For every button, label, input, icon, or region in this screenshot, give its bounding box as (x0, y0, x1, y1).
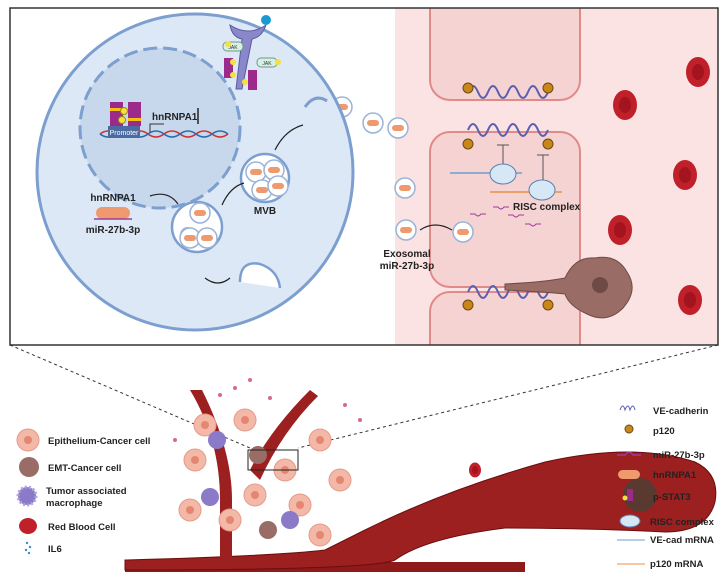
ve-cadherin-icon (619, 405, 636, 412)
transcription-arrow (149, 123, 164, 132)
legend-left: Epithelium-Cancer cell EMT-Cancer cell T… (16, 428, 150, 555)
mirna-icon (617, 451, 641, 456)
legend-label: Tumor associated (46, 486, 127, 497)
red-blood-cell-icon (19, 518, 37, 534)
pstat3-icon (622, 489, 633, 501)
legend-label: macrophage (46, 498, 103, 509)
macrophage (208, 431, 226, 449)
legend-label: IL6 (48, 544, 62, 555)
legend-item-il6: IL6 (24, 541, 62, 555)
exosome-label-line1: Exosomal (383, 249, 430, 260)
p120-dots (462, 82, 554, 311)
il6-ligand (261, 15, 271, 25)
zoom-region-box (247, 449, 299, 471)
ve-cadherin-junction-top (467, 85, 549, 137)
legend-label: RISC complex (650, 517, 715, 528)
tumor-microenvironment (124, 378, 717, 572)
promoter-box (108, 126, 140, 138)
promoter-label: Promoter (110, 130, 139, 137)
legend-label: EMT-Cancer cell (48, 463, 121, 474)
top-panel-frame (9, 7, 719, 346)
zoom-line-right (297, 344, 719, 449)
risc-complex (489, 163, 517, 185)
legend-label: VE-cadherin (653, 406, 709, 417)
endocytosis-arrow (204, 277, 231, 284)
complex-protein-label: hnRNPA1 (90, 193, 136, 204)
uptake-arrow (419, 224, 453, 231)
il6-dots-icon (24, 541, 32, 555)
jak-left-label: JAK (228, 45, 238, 51)
legend-item-epithelial-cancer-cell: Epithelium-Cancer cell (16, 428, 150, 452)
exocytosis-site (303, 96, 328, 108)
emt-cancer-cell (504, 256, 633, 319)
risc-complex-icon (619, 514, 641, 528)
legend-item-emt-cancer-cell: EMT-Cancer cell (19, 457, 121, 477)
exosome-label-line2: miR-27b-3p (380, 261, 434, 272)
p120-icon (624, 424, 634, 434)
legend-label: p-STAT3 (653, 492, 691, 503)
jak-right-label: JAK (262, 61, 272, 67)
hnrnpa1-icon (618, 470, 640, 479)
legend-label: p120 (653, 426, 675, 437)
macrophage-icon (16, 485, 38, 507)
legend-label: p120 mRNA (650, 559, 703, 570)
legend-label: miR-27b-3p (653, 450, 705, 461)
top-panel: RISC complex Exosomal miR-27b-3p Promote… (10, 8, 718, 345)
emt-cancer-cell-icon (19, 457, 39, 477)
legend-label: Epithelium-Cancer cell (48, 436, 150, 447)
nucleus (78, 46, 242, 210)
legend-label: VE-cad mRNA (650, 535, 714, 546)
legend-label: Red Blood Cell (48, 522, 116, 533)
risc-complex-label: RISC complex (513, 202, 581, 213)
hnrnpa1-protein (96, 207, 130, 219)
il6-receptor: JAK JAK (222, 15, 281, 90)
legend-label: hnRNPA1 (653, 470, 697, 481)
emt-cell-in-vessel (623, 478, 657, 512)
endothelial-cell-bottom (429, 291, 581, 345)
legend-right: VE-cadherin p120 miR-27b-3p hnRNPA1 p-ST… (617, 405, 715, 570)
risc-complex-group: RISC complex (450, 144, 581, 227)
endocytic-pit (238, 262, 282, 289)
pstat3-dimer (110, 102, 141, 126)
epithelial-cancer-cell-icon (16, 428, 40, 452)
legend-item-red-blood-cell: Red Blood Cell (19, 518, 116, 534)
mvb-arrow (221, 182, 245, 206)
legend-item-macrophage: Tumor associated macrophage (16, 485, 127, 509)
endothelial-cell-top (429, 8, 581, 101)
sorting-arrow (149, 193, 179, 205)
risc-complex (528, 179, 556, 201)
secretion-arrow (274, 124, 304, 151)
mvb-label: MVB (254, 206, 276, 217)
complex-mirna-label: miR-27b-3p (86, 225, 140, 236)
nucleus-gene-label: hnRNPA1 (152, 112, 198, 123)
